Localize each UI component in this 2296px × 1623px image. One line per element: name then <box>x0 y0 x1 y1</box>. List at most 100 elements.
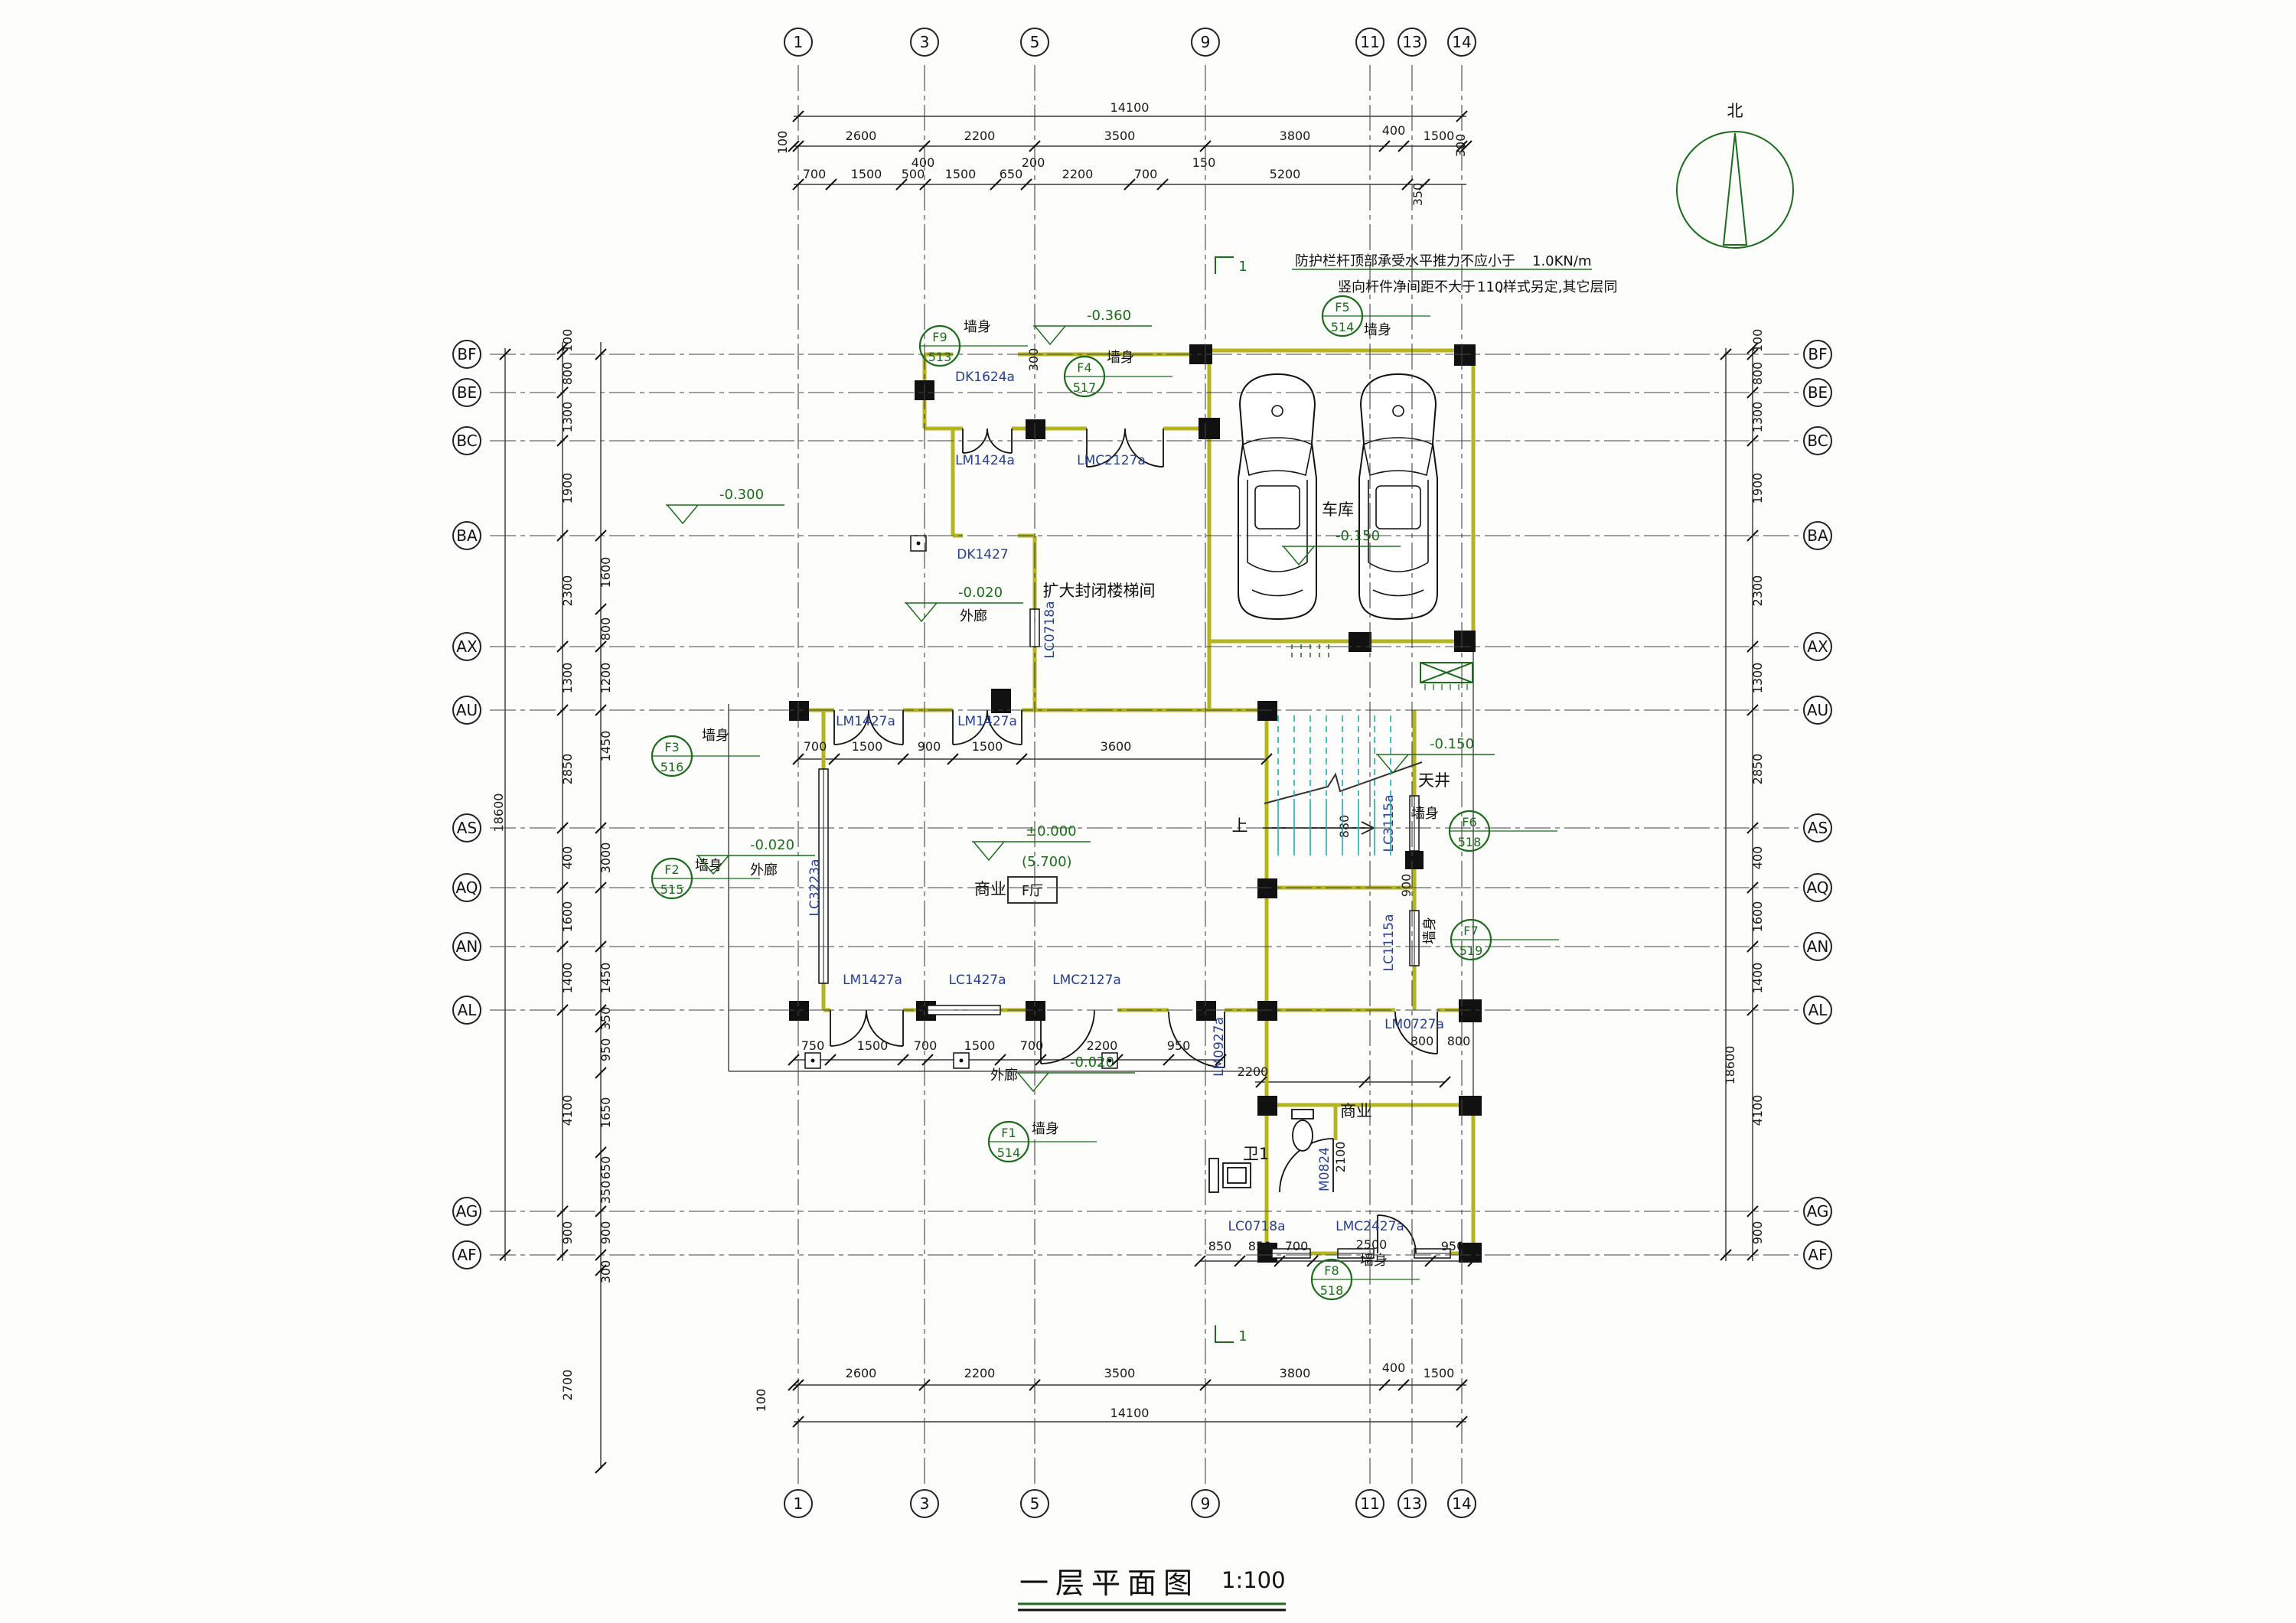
dim-tick <box>1016 753 1028 765</box>
dim-tick <box>1746 940 1759 953</box>
drawing-title: 一层平面图 <box>1019 1566 1200 1600</box>
dim-label: 650 <box>1000 167 1023 181</box>
dim-label: 1500 <box>972 739 1003 754</box>
dim-tick <box>918 140 931 152</box>
dim-tick <box>1746 1004 1759 1016</box>
dim-tick <box>595 1067 607 1079</box>
section-mark-label: 1 <box>1238 1328 1247 1344</box>
dim-label: 400 <box>1382 1361 1406 1375</box>
grid-bubble <box>784 28 813 57</box>
dim-tick <box>897 753 909 765</box>
title-underline <box>1018 1602 1286 1612</box>
dim-tick <box>595 640 607 653</box>
grid-bubble <box>1803 932 1832 961</box>
grid-bubble <box>1355 1489 1384 1518</box>
dim-label: 650 <box>598 1156 613 1180</box>
grid-bubble-label: 1 <box>794 1494 804 1513</box>
grid-bubble-label: 5 <box>1030 1494 1040 1513</box>
dim-tick <box>595 822 607 834</box>
grid-bubble <box>1803 426 1832 455</box>
section-marks <box>1215 256 1234 1343</box>
dim-tick <box>1439 1076 1451 1088</box>
level-mark <box>696 855 815 875</box>
dim-tick <box>1378 1379 1391 1391</box>
dim-label: 950 <box>1167 1038 1191 1053</box>
level-mark <box>1016 1072 1135 1093</box>
opening-code: LC1115a <box>1381 914 1397 971</box>
callout-sheet: 518 <box>1320 1283 1344 1298</box>
callout-circle <box>651 735 693 777</box>
dim-label: 1500 <box>945 167 977 181</box>
grid-bubble-label: AG <box>456 1202 478 1221</box>
grid-bubble-label: 14 <box>1452 1494 1471 1513</box>
dim-tick <box>1234 1255 1246 1267</box>
callout-code: F9 <box>932 330 947 344</box>
opening-code: LM1427a <box>843 973 902 988</box>
dim-label: 2200 <box>1238 1064 1269 1079</box>
dim-tick <box>1456 1416 1468 1428</box>
dim-tick <box>1746 530 1759 542</box>
dim-label: 1450 <box>598 731 613 762</box>
hall-tag-box <box>1007 876 1058 904</box>
dim-tick <box>1111 1054 1124 1066</box>
grid-bubble-label: AX <box>456 637 478 656</box>
dim-tick <box>788 140 800 152</box>
grid-bubble <box>1397 1489 1427 1518</box>
grid-bubble-label: 13 <box>1402 1494 1421 1513</box>
dim-tick <box>1215 1054 1227 1066</box>
opening-code: LC3115a <box>1381 794 1397 852</box>
dim-tick <box>1746 704 1759 716</box>
dim-tick <box>1720 1249 1732 1261</box>
dim-tick <box>1720 348 1732 360</box>
dim-label: 1300 <box>560 663 575 694</box>
grid-bubble <box>452 873 481 902</box>
wall-ref-label: 墙身 <box>695 858 722 874</box>
opening-code: LMC2127a <box>1077 453 1146 468</box>
grid-bubble <box>1803 378 1832 407</box>
dim-label: 1500 <box>964 1038 996 1053</box>
dim-label: 1500 <box>857 1038 889 1053</box>
opening-code: LM0927a <box>1212 1017 1227 1077</box>
dim-label: 18600 <box>1723 1046 1737 1085</box>
room-label: 天井 <box>1418 771 1450 790</box>
level-value: -0.020 <box>1070 1054 1114 1071</box>
grid-bubble-label: AQ <box>455 878 478 897</box>
callout-code: F6 <box>1462 815 1476 829</box>
annotation-note: 1.0KN/m <box>1532 253 1592 269</box>
dim-tick <box>919 178 931 191</box>
dim-label: 880 <box>1337 815 1352 839</box>
dim-tick <box>1746 435 1759 447</box>
dim-tick <box>595 1205 607 1217</box>
opening-code: DK1427 <box>957 547 1009 562</box>
level-value: -0.020 <box>958 585 1003 601</box>
dim-label: 400 <box>912 155 935 170</box>
dim-label: 900 <box>1750 1221 1765 1245</box>
grid-bubble <box>1191 28 1220 57</box>
grid-bubble <box>1803 996 1832 1025</box>
dim-label: 1900 <box>1750 473 1765 504</box>
grid-bubble <box>452 426 481 455</box>
dim-tick <box>595 1146 607 1159</box>
wall-ref-label: 墙身 <box>964 319 991 335</box>
dim-label: 1300 <box>1750 402 1765 433</box>
dim-tick <box>1401 178 1414 191</box>
dim-label: 950 <box>598 1038 613 1062</box>
dim-tick <box>1456 140 1468 152</box>
dim-tick <box>1358 1076 1371 1088</box>
level-mark <box>905 602 1023 623</box>
dim-label: 2200 <box>1087 1038 1118 1053</box>
grid-bubble <box>1803 521 1832 550</box>
grid-bubble <box>452 1240 481 1269</box>
dim-tick <box>556 640 569 653</box>
callout-circle <box>1310 1258 1353 1301</box>
grid-bubble-label: BF <box>1808 345 1827 363</box>
grid-bubble <box>1020 1489 1049 1518</box>
dim-tick <box>1029 1379 1041 1391</box>
dim-label: 1500 <box>1424 129 1455 143</box>
dim-tick <box>1397 140 1410 152</box>
dim-label: 1500 <box>851 167 882 181</box>
dim-label: 700 <box>1020 1038 1044 1053</box>
room-label: 卫1 <box>1243 1145 1269 1163</box>
dim-label: 2600 <box>846 129 877 143</box>
dim-label: 1600 <box>560 901 575 933</box>
